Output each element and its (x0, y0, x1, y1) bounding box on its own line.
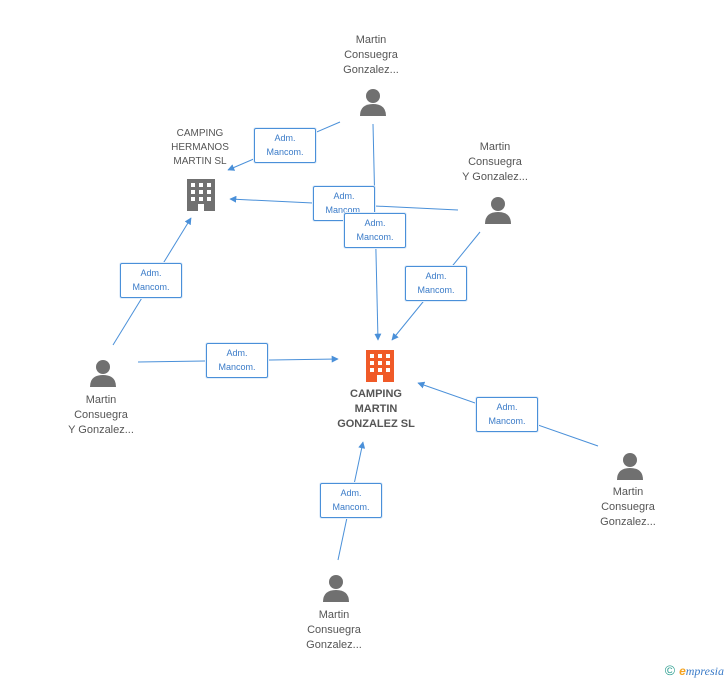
edge-label-line1: Adm. (425, 271, 447, 281)
edge-label-line1: Adm. (364, 218, 386, 228)
edge-label-line1: Adm. (333, 191, 355, 201)
label-line: MARTIN SL (173, 156, 227, 167)
main-company-label[interactable]: CAMPING MARTIN GONZALEZ SL (326, 387, 426, 432)
person-icon (617, 453, 643, 480)
label-line: CAMPING (350, 388, 402, 400)
person-icon (323, 575, 349, 602)
brand-logo-text: mpresia (685, 664, 724, 678)
label-line: GONZALEZ SL (337, 418, 415, 430)
edge-label[interactable]: Adm. Mancom. (254, 128, 316, 163)
edge-label-line1: Adm. (340, 488, 362, 498)
edge-label-line2: Mancom. (488, 416, 526, 426)
edge-label[interactable]: Adm. Mancom. (206, 343, 268, 378)
edge-label-line1: Adm. (496, 402, 518, 412)
edge-label-line2: Mancom. (356, 232, 394, 242)
person-right-bottom-label[interactable]: Martin Consuegra Gonzalez... (583, 485, 673, 530)
label-line: Y Gonzalez... (462, 171, 528, 183)
edge-label[interactable]: Adm. Mancom. (120, 263, 182, 298)
edge-label-line2: Mancom. (325, 205, 363, 215)
edge-label[interactable]: Adm. Mancom. (344, 213, 406, 248)
building-icon (187, 179, 215, 211)
label-line: Consuegra (601, 501, 655, 513)
label-line: Martin (612, 486, 644, 498)
label-line: Gonzalez... (600, 516, 656, 528)
edge-label-line2: Mancom. (218, 362, 256, 372)
edge-label-line2: Mancom. (417, 285, 455, 295)
brand-footer: ©empresia (665, 662, 724, 679)
person-right-top-label[interactable]: Martin Consuegra Y Gonzalez... (450, 140, 540, 185)
label-line: Consuegra (468, 156, 522, 168)
label-line: Consuegra (307, 624, 361, 636)
brand-logo-e: e (679, 664, 686, 678)
label-line: MARTIN (354, 403, 398, 415)
edge-label-line2: Mancom. (332, 502, 370, 512)
person-top-label[interactable]: Martin Consuegra Gonzalez... (326, 33, 416, 78)
edge-label[interactable]: Adm. Mancom. (405, 266, 467, 301)
label-line: HERMANOS (171, 142, 229, 153)
person-icon (360, 89, 386, 116)
label-line: Gonzalez... (343, 64, 399, 76)
other-company-label[interactable]: CAMPING HERMANOS MARTIN SL (160, 127, 240, 169)
edge-label-line1: Adm. (274, 133, 296, 143)
label-line: Consuegra (74, 409, 128, 421)
label-line: CAMPING (176, 128, 224, 139)
edge-label[interactable]: Adm. Mancom. (320, 483, 382, 518)
building-icon (366, 350, 394, 382)
label-line: Martin (85, 394, 117, 406)
person-bottom-label[interactable]: Martin Consuegra Gonzalez... (289, 608, 379, 653)
label-line: Y Gonzalez... (68, 424, 134, 436)
copyright-icon: © (664, 662, 676, 678)
edge-label-line1: Adm. (226, 348, 248, 358)
person-icon (485, 197, 511, 224)
label-line: Gonzalez... (306, 639, 362, 651)
person-icon (90, 360, 116, 387)
label-line: Martin (318, 609, 350, 621)
edge-label[interactable]: Adm. Mancom. (476, 397, 538, 432)
label-line: Consuegra (344, 49, 398, 61)
edge-label-line2: Mancom. (132, 282, 170, 292)
edge-label-line2: Mancom. (266, 147, 304, 157)
person-left-label[interactable]: Martin Consuegra Y Gonzalez... (56, 393, 146, 438)
edge-label-line1: Adm. (140, 268, 162, 278)
label-line: Martin (355, 34, 387, 46)
label-line: Martin (479, 141, 511, 153)
